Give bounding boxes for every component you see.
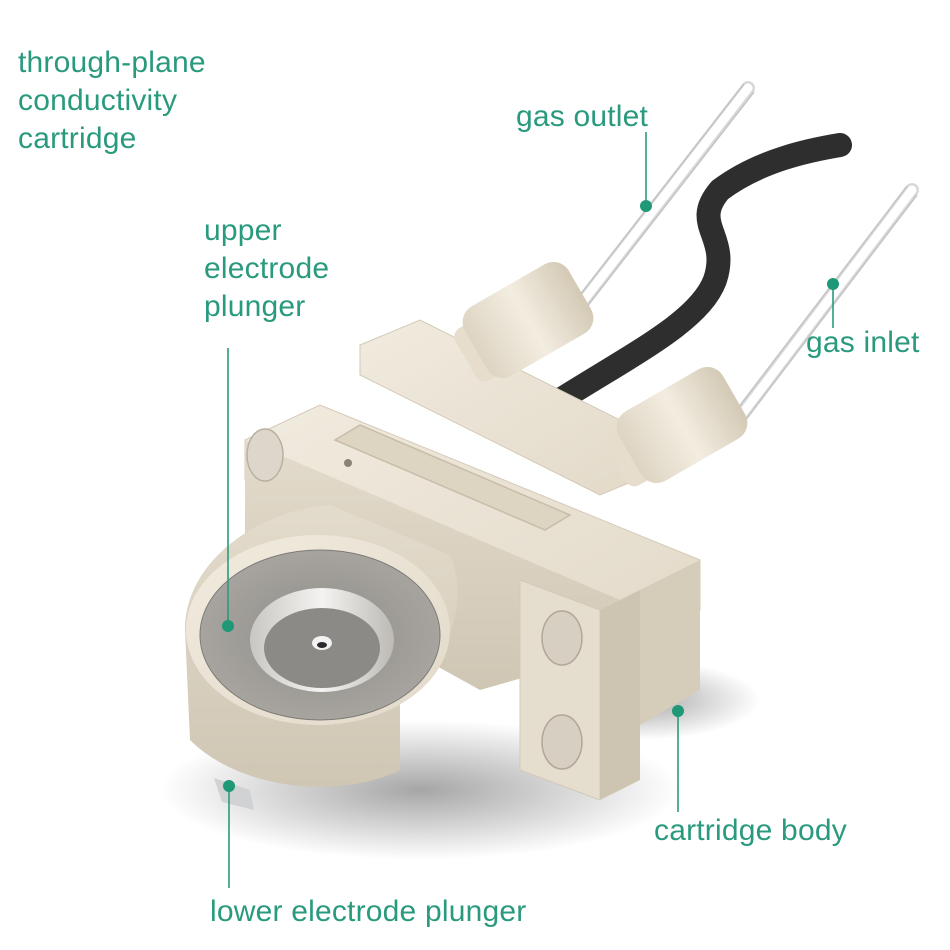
callout-gas-inlet-leader <box>827 278 839 328</box>
gas-outlet-fitting <box>454 261 594 382</box>
gas-outlet-tube <box>573 81 755 312</box>
diagram-title: through-plane conductivity cartridge <box>18 44 206 158</box>
callout-upper-plunger-leader <box>222 348 234 632</box>
mounting-hole-left <box>246 428 284 482</box>
callout-line: electrode <box>204 252 330 285</box>
callout-cartridge-body-leader <box>672 705 684 812</box>
gas-inlet-fitting <box>604 366 748 487</box>
callout-lower-plunger-leader <box>223 780 235 888</box>
cartridge-slot <box>333 424 572 531</box>
callout-line: upper <box>204 214 282 247</box>
callout-gas-inlet: gas inlet <box>806 326 920 359</box>
title-line: conductivity <box>18 84 178 117</box>
mounting-hole-upper-right <box>541 610 583 666</box>
signal-cable <box>548 133 852 412</box>
title-line: cartridge <box>18 122 137 155</box>
callout-gas-outlet: gas outlet <box>516 100 649 133</box>
callout-lower-electrode-plunger: lower electrode plunger <box>210 895 527 928</box>
callout-line: plunger <box>204 290 306 323</box>
callout-cartridge-body: cartridge body <box>654 814 847 847</box>
title-line: through-plane <box>18 46 206 79</box>
callout-upper-electrode-plunger: upper electrode plunger <box>204 212 329 326</box>
gas-inlet-tube <box>723 183 919 437</box>
callout-gas-outlet-leader <box>640 132 652 212</box>
mounting-hole-lower-right <box>541 714 583 770</box>
